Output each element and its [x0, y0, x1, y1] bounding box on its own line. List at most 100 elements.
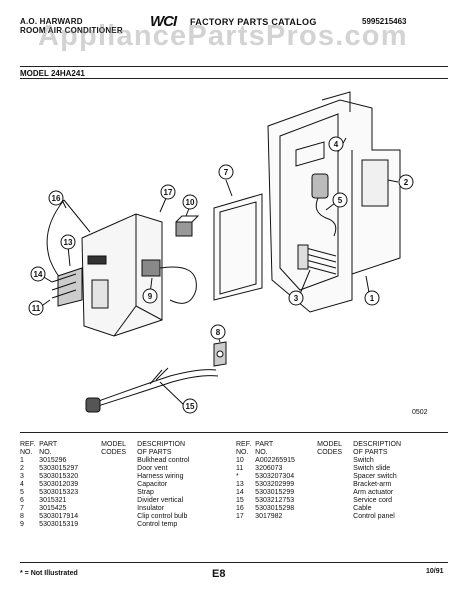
table-row: 8 5303017914 Clip control bulb	[18, 513, 191, 521]
cell-part-number: 5303017914	[39, 513, 79, 520]
cell-part-number: 5303015299	[255, 489, 295, 496]
model-rule	[20, 78, 448, 79]
cell-ref: 5	[20, 489, 24, 496]
cell-part-number: 5303015323	[39, 489, 79, 496]
cell-model-codes	[99, 457, 135, 465]
cell-ref: 4	[20, 481, 24, 488]
cell-part-number: 5303012039	[39, 481, 79, 488]
brand-line-1: A.O. HARWARD	[20, 17, 83, 26]
cell-description: Switch	[353, 457, 374, 464]
cell-model-codes	[99, 521, 135, 529]
svg-text:16: 16	[52, 194, 61, 203]
callout-3: 3	[288, 290, 304, 306]
callout-17: 17	[160, 184, 176, 200]
callout-1: 1	[364, 290, 380, 306]
cell-description: Service cord	[353, 497, 393, 504]
callout-5: 5	[332, 192, 348, 208]
cell-model-codes	[315, 505, 351, 513]
callout-4: 4	[328, 136, 344, 152]
cell-description: Bulkhead control	[137, 457, 190, 464]
svg-text:14: 14	[34, 270, 43, 279]
callout-10: 10	[182, 194, 198, 210]
cell-description: Bracket-arm	[353, 481, 392, 488]
cell-model-codes	[99, 465, 135, 473]
cell-ref: 15	[236, 497, 244, 504]
cell-description: Divider vertical	[137, 497, 184, 504]
cell-description: Harness wiring	[137, 473, 184, 480]
callout-9: 9	[142, 288, 158, 304]
cell-ref: *	[236, 473, 239, 480]
cell-ref: 2	[20, 465, 24, 472]
cell-part-number: 5303212753	[255, 497, 295, 504]
svg-text:2: 2	[404, 178, 409, 187]
table-row: * 5303207304 Spacer switch	[234, 473, 403, 481]
cell-part-number: 3015321	[39, 497, 67, 504]
cell-description: Arm actuator	[353, 489, 394, 496]
cell-description: Clip control bulb	[137, 513, 188, 520]
table-top-rule	[20, 432, 448, 433]
brand-line-2: ROOM AIR CONDITIONER	[20, 26, 123, 35]
table-row: 15 5303212753 Service cord	[234, 497, 403, 505]
svg-text:15: 15	[186, 402, 195, 411]
cell-description: Insulator	[137, 505, 165, 512]
cell-part-number: 5303015298	[255, 505, 295, 512]
cell-model-codes	[99, 489, 135, 497]
cell-model-codes	[315, 513, 351, 521]
exploded-parts-diagram: 16 17 10 7 4 2 5 3	[28, 91, 414, 414]
cell-description: Spacer switch	[353, 473, 397, 480]
cell-description: Door vent	[137, 465, 168, 472]
callout-14: 14	[30, 266, 46, 282]
cell-ref: 11	[236, 465, 244, 472]
svg-text:9: 9	[148, 292, 153, 301]
cell-description: Capacitor	[137, 481, 168, 488]
wci-logo: WCI	[150, 13, 177, 30]
footer-rule	[20, 562, 448, 563]
cell-ref: 8	[20, 513, 24, 520]
cell-ref: 9	[20, 521, 24, 528]
cell-part-number: 3017982	[255, 513, 283, 520]
callout-7: 7	[218, 164, 234, 180]
cell-part-number: 5303207304	[255, 473, 295, 480]
svg-text:7: 7	[224, 168, 229, 177]
svg-text:11: 11	[32, 304, 41, 313]
table-row: 3 5303015320 Harness wiring	[18, 473, 191, 481]
cell-model-codes	[315, 489, 351, 497]
cell-part-number: 5303202999	[255, 481, 295, 488]
catalog-title: FACTORY PARTS CATALOG	[190, 17, 317, 27]
cell-part-number: 3015425	[39, 505, 67, 512]
cell-part-number: 5303015297	[39, 465, 79, 472]
cell-ref: 1	[20, 457, 24, 464]
cell-model-codes	[99, 497, 135, 505]
callout-15: 15	[182, 398, 198, 414]
publication-number: 5995215463	[362, 17, 407, 26]
header-ref: REF.NO.	[236, 441, 252, 456]
callout-2: 2	[398, 174, 414, 190]
table-row: 2 5303015297 Door vent	[18, 465, 191, 473]
cell-ref: 7	[20, 505, 24, 512]
svg-text:8: 8	[216, 328, 221, 337]
svg-text:3: 3	[294, 294, 299, 303]
cell-description: Control temp	[137, 521, 178, 528]
cell-model-codes	[315, 457, 351, 465]
cell-description: Switch slide	[353, 465, 391, 472]
cell-part-number: 5303015320	[39, 473, 79, 480]
revision-date: 10/91	[426, 568, 444, 575]
cell-model-codes	[315, 473, 351, 481]
cell-ref: 3	[20, 473, 24, 480]
cell-description: Control panel	[353, 513, 395, 520]
cell-ref: 10	[236, 457, 244, 464]
watermark: AppliancePartsPros.com	[38, 20, 408, 52]
